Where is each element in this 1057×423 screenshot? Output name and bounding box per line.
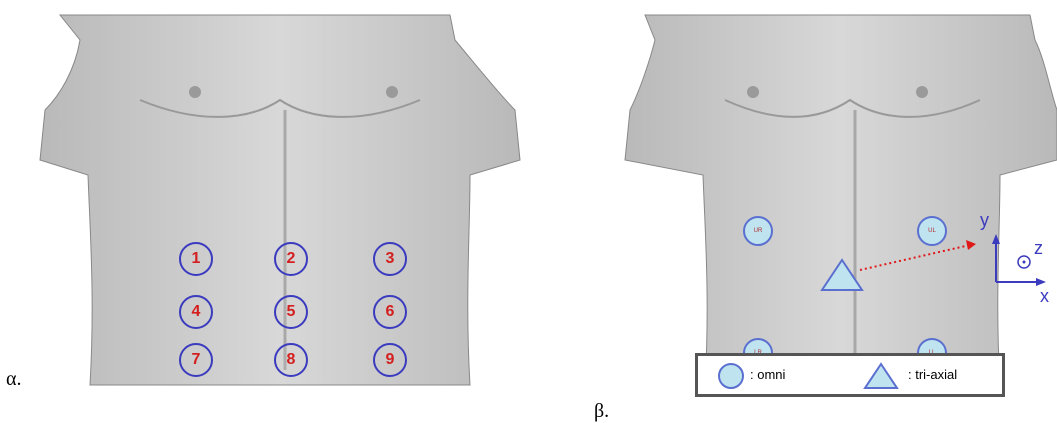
torso-illustration-a	[0, 0, 530, 423]
sensor-8: 8	[274, 343, 308, 377]
sensor-9: 9	[373, 343, 407, 377]
nipple-left	[747, 86, 759, 98]
sensor-label: 3	[386, 250, 395, 268]
sensor-3: 3	[373, 242, 407, 276]
legend-omni-label: : omni	[750, 367, 785, 382]
omni-label: UR	[754, 228, 763, 234]
nipple-right	[916, 86, 928, 98]
panel-b-label: β.	[594, 400, 609, 423]
legend-omni-icon	[718, 363, 744, 389]
sensor-2: 2	[274, 242, 308, 276]
axis-label-z: z	[1034, 238, 1043, 259]
sensor-4: 4	[179, 295, 213, 329]
sensor-label: 8	[287, 351, 296, 369]
nipple-right	[386, 86, 398, 98]
omni-label: UL	[928, 228, 936, 234]
sensor-label: 1	[192, 250, 201, 268]
omni-sensor-ur: UR	[743, 216, 773, 246]
z-axis-dot	[1023, 261, 1026, 264]
sensor-label: 5	[287, 303, 296, 321]
panel-a: 1 2 3 4 5 6 7 8 9 α.	[0, 0, 530, 423]
sensor-label: 2	[287, 250, 296, 268]
axis-label-x: x	[1040, 286, 1049, 307]
sensor-6: 6	[373, 295, 407, 329]
omni-sensor-ul: UL	[917, 216, 947, 246]
sensor-label: 6	[386, 303, 395, 321]
legend: : omni : tri-axial	[695, 353, 1005, 397]
axis-label-y: y	[980, 210, 989, 231]
nipple-left	[189, 86, 201, 98]
legend-triaxial-icon	[863, 362, 899, 390]
sensor-1: 1	[179, 242, 213, 276]
panel-b: UR UL LR LL y z x : omni : tri-axial β.	[530, 0, 1057, 423]
sensor-5: 5	[274, 295, 308, 329]
sensor-label: 4	[192, 303, 201, 321]
sensor-7: 7	[179, 343, 213, 377]
panel-a-label: α.	[6, 368, 21, 391]
legend-triaxial-label: : tri-axial	[908, 367, 957, 382]
sensor-label: 9	[386, 351, 395, 369]
sensor-label: 7	[192, 351, 201, 369]
